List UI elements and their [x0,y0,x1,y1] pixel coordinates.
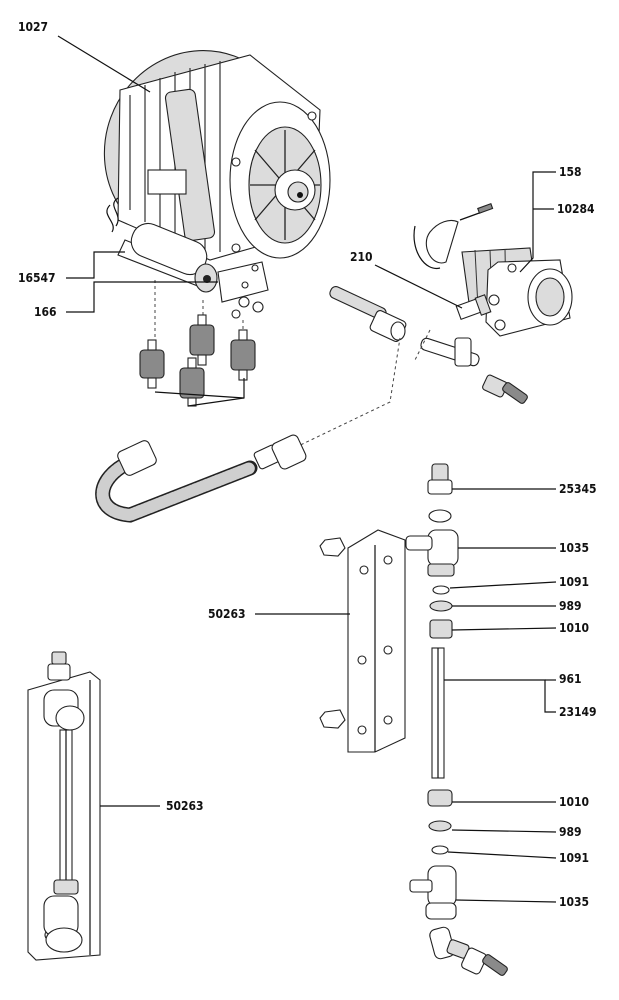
label-tee-fitting-top: 1035 [559,541,590,555]
rubber-mounts-drawing [139,280,256,407]
label-pump-fitting: 210 [350,250,373,264]
label-motor: 1027 [18,20,49,34]
flex-hose-drawing [95,434,307,523]
lower-left-assembly-drawing [27,651,101,961]
label-capacitor: 16547 [18,271,56,285]
label-top-fitting: 25345 [559,482,597,496]
tee-fitting-drawing [420,337,528,404]
pump-fitting-drawing [455,294,492,321]
label-washer-top: 989 [559,599,582,613]
label-pump-clamp: 158 [559,165,582,179]
label-nut-bottom: 1010 [559,795,590,809]
label-nut-top: 1010 [559,621,590,635]
leader-lines [57,35,557,903]
label-bracket-middle: 50263 [208,607,246,621]
label-tube-assembly: 23149 [559,705,597,719]
label-oring-bottom: 1091 [559,851,590,865]
pump-drawing [413,203,573,337]
label-capacitor-bracket: 166 [34,305,57,319]
label-tee-fitting-bottom: 1035 [559,895,590,909]
label-pump: 10284 [557,202,595,216]
middle-bracket-drawing [319,529,406,753]
capacitor-drawing [117,222,218,293]
motor-drawing [103,50,331,261]
label-tube: 961 [559,672,582,686]
label-washer-bottom: 989 [559,825,582,839]
capacitor-bracket-drawing [217,261,269,319]
label-oring-top: 1091 [559,575,590,589]
pipe-end-drawing [329,285,407,342]
label-bracket-lower-left: 50263 [166,799,204,813]
fittings-stack-drawing [405,463,508,976]
